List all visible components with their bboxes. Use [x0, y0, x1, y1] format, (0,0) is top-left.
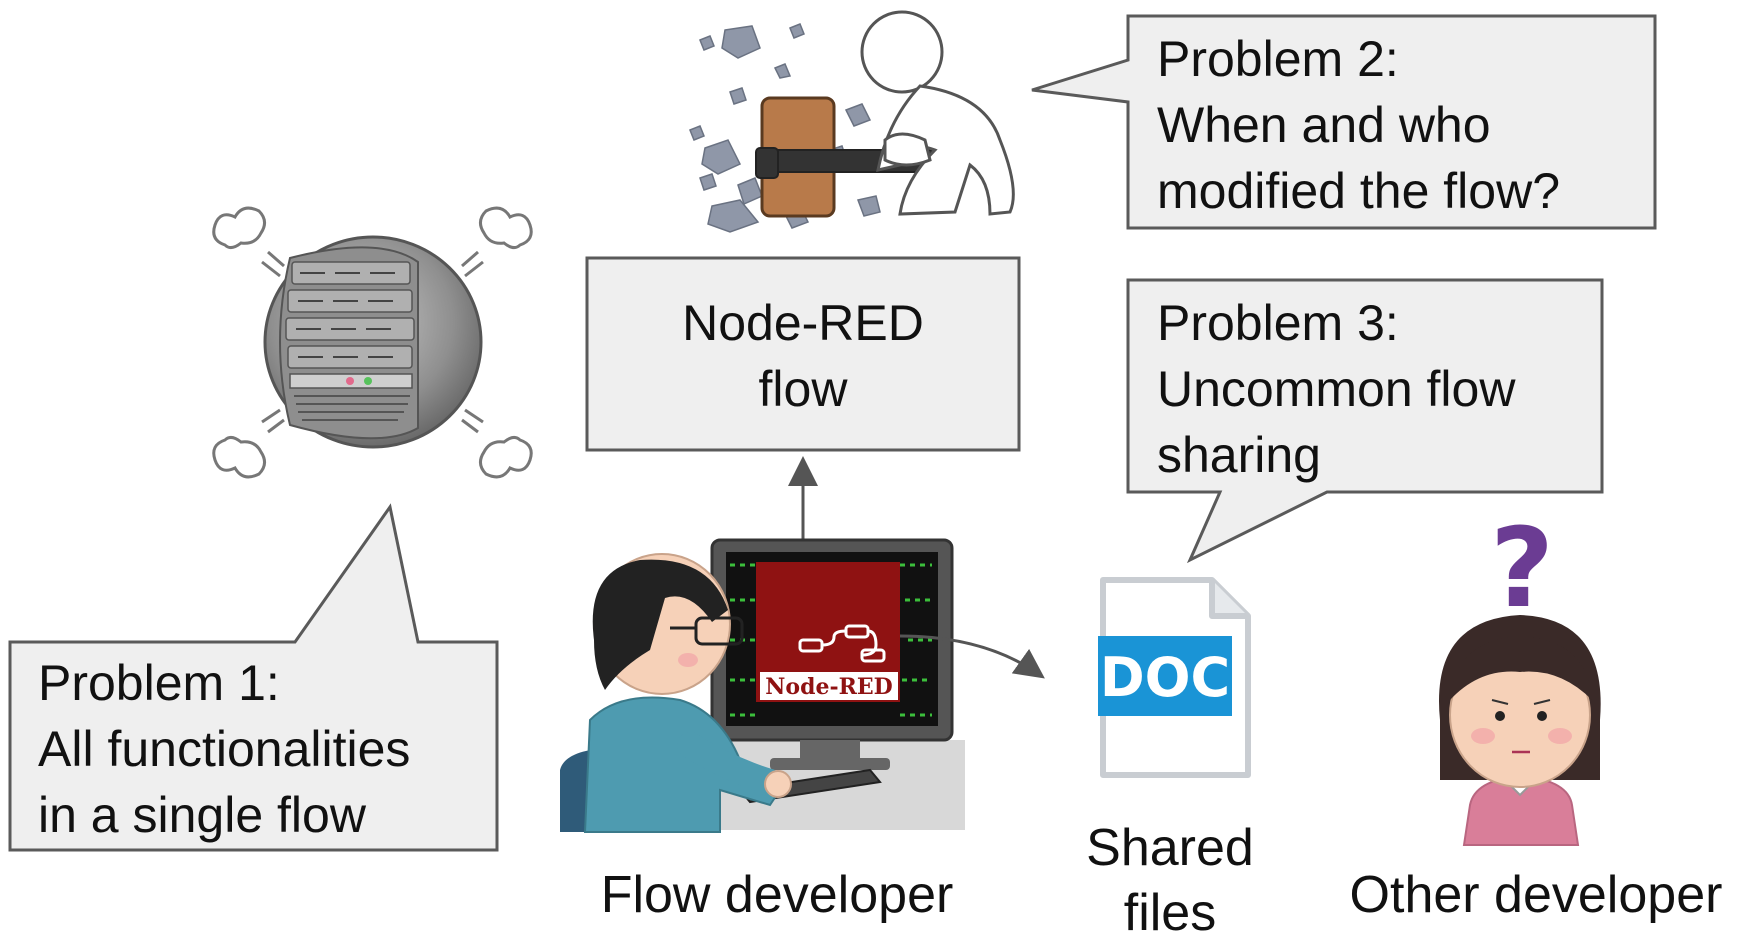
problem-3-callout-shape: [1126, 278, 1604, 564]
problem-2-callout-shape: [1031, 14, 1657, 230]
problem-3-line-3: sharing: [1157, 427, 1321, 483]
problem-1-line-3: in a single flow: [38, 787, 367, 843]
hammer-worker-icon: [689, 10, 1015, 233]
problem-2-line-2: When and who: [1157, 97, 1491, 153]
problem-3-callout: Problem 3: Uncommon flow sharing: [1126, 278, 1604, 564]
problem-2-title: Problem 2:: [1157, 31, 1399, 87]
document-badge-text: DOC: [1100, 646, 1230, 709]
question-mark-icon: ?: [1490, 504, 1554, 632]
shared-files-label-line-2: files: [1124, 884, 1216, 942]
node-red-flow-line-1: Node-RED: [682, 295, 924, 351]
problem-2-line-3: modified the flow?: [1157, 163, 1560, 219]
other-developer-icon: ?: [1439, 504, 1601, 846]
problem-1-callout: Problem 1: All functionalities in a sing…: [8, 503, 499, 852]
node-red-logo-text: Node-RED: [765, 674, 892, 700]
problem-3-line-2: Uncommon flow: [1157, 361, 1516, 417]
problem-1-line-2: All functionalities: [38, 721, 410, 777]
problem-1-title: Problem 1:: [38, 655, 280, 711]
overloaded-server-icon: [212, 206, 533, 479]
document-icon: DOC: [1098, 577, 1251, 778]
node-red-flow-box: Node-RED flow: [585, 256, 1021, 452]
shared-files-label-line-1: Shared: [1086, 819, 1254, 877]
flow-developer-label: Flow developer: [601, 866, 954, 924]
problem-1-callout-shape: [8, 503, 499, 852]
other-developer-label: Other developer: [1350, 866, 1723, 924]
problem-3-title: Problem 3:: [1157, 295, 1399, 351]
flow-developer-icon: Node-RED: [560, 538, 965, 833]
problem-2-callout: Problem 2: When and who modified the flo…: [1031, 14, 1657, 230]
node-red-flow-line-2: flow: [759, 361, 849, 417]
arrow-to-shared-files: [899, 634, 1045, 679]
